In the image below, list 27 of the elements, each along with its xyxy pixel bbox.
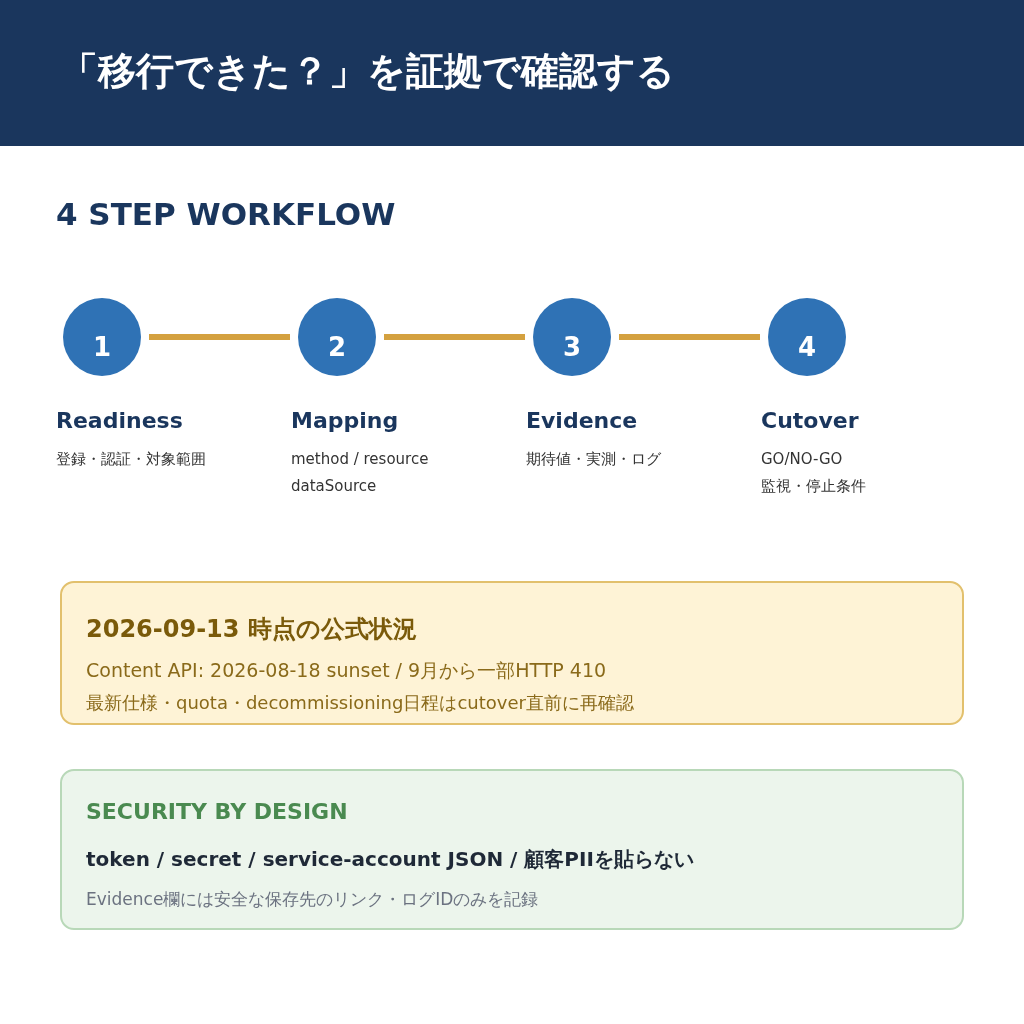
step-title: Cutover [761,408,859,433]
info-panel [60,581,964,725]
connector-line [384,334,525,340]
step-description: 監視・停止条件 [761,477,866,496]
step-circle: 1 [63,298,141,376]
step-description: 期待値・実測・ログ [526,450,661,469]
panel-heading: SECURITY BY DESIGN [86,799,348,824]
connector-line [149,334,290,340]
panel-text: Content API: 2026-08-18 sunset / 9月から一部HTTP 410 [86,658,607,683]
panel-heading: 2026-09-13 時点の公式状況 [86,614,417,645]
step-description: method / resource [291,450,429,468]
panel-text: Evidence欄には安全な保存先のリンク・ログIDのみを記録 [86,888,539,911]
info-panel [60,769,964,930]
step-title: Mapping [291,408,399,433]
step-circle: 2 [298,298,376,376]
connector-line [619,334,760,340]
step-title: Readiness [56,408,183,433]
step-title: Evidence [526,408,638,433]
step-circle: 4 [768,298,846,376]
step-description: 登録・認証・対象範囲 [56,450,206,469]
panel-text: token / secret / service-account JSON / 顧客PIIを貼らない [86,846,694,873]
panel-text: 最新仕様・quota・decommissioning日程はcutover直前に再確認 [86,691,634,715]
page-title: 「移行できた？」を証拠で確認する [60,48,675,95]
section-heading: 4 STEP WORKFLOW [56,196,396,232]
step-circle: 3 [533,298,611,376]
step-description: GO/NO-GO [761,450,843,468]
step-description: dataSource [291,477,377,495]
